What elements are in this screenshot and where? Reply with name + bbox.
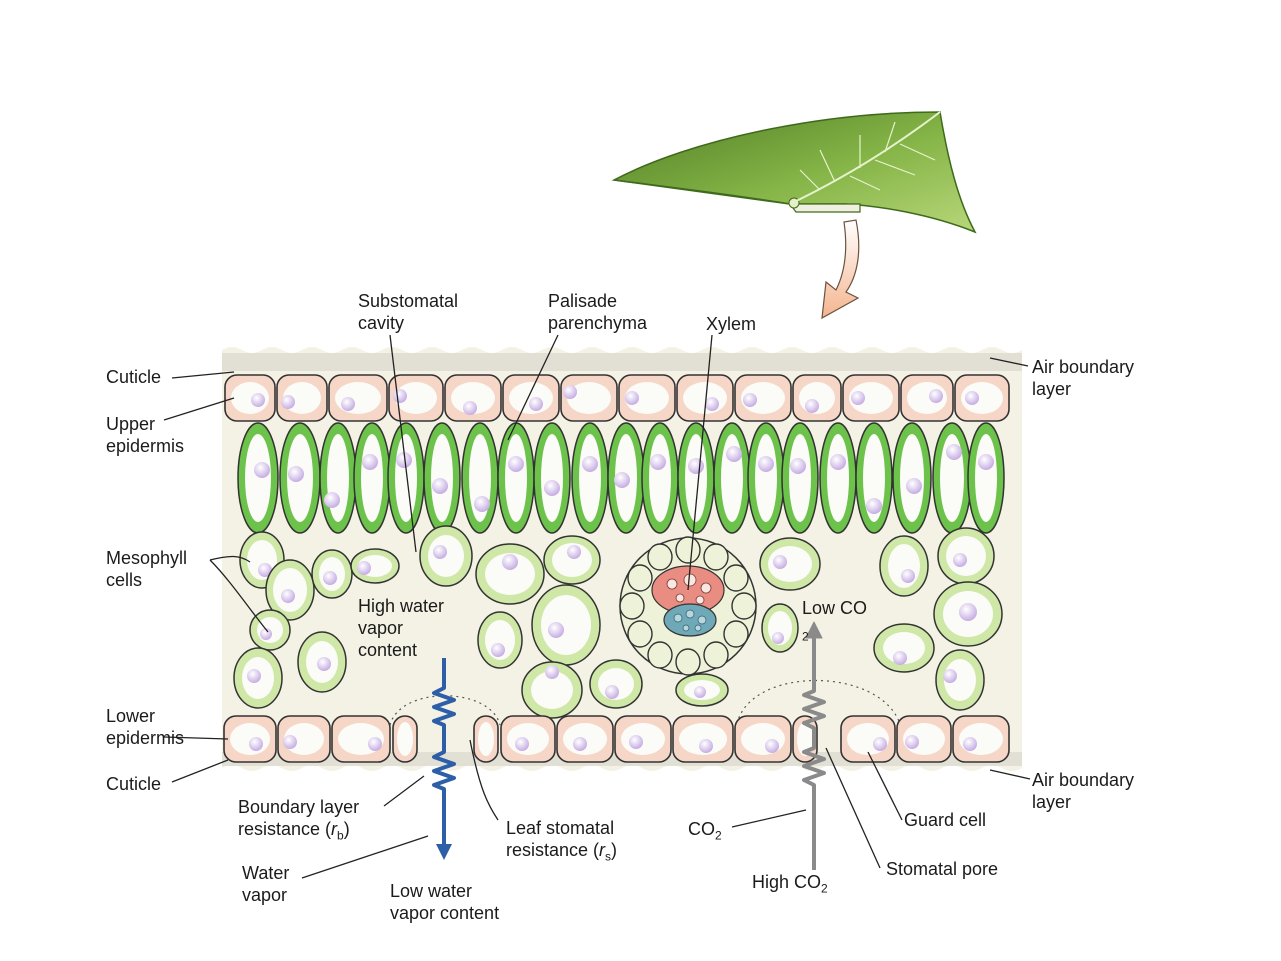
palisade-parenchyma-cells [237,422,1005,534]
label-cuticle-lower: Cuticle [106,774,162,794]
label-stomatal-pore: Stomatal pore [886,859,999,879]
leaf-illustration [611,111,977,234]
label-cuticle-upper: Cuticle [106,367,162,387]
label-leaf-stomatal-resistance: Leaf stomatal resistance (rs) [506,818,618,864]
label-co2: CO2 [688,819,722,843]
label-high-co2: High CO2 [752,872,828,896]
water-vapor-pathway [432,658,456,860]
leader-lines [163,334,1031,879]
label-xylem: Xylem [706,314,757,334]
zoom-arrow-icon [821,219,860,320]
mesophyll-cells [233,525,1003,719]
upper-epidermis-cells [224,374,1010,422]
co2-pathway [802,621,826,870]
label-boundary-layer-resistance: Boundary layer resistance (rb) [238,797,360,843]
label-guard-cell: Guard cell [904,810,987,830]
lower-epidermis-cells [223,715,1010,763]
vascular-bundle [619,536,757,676]
